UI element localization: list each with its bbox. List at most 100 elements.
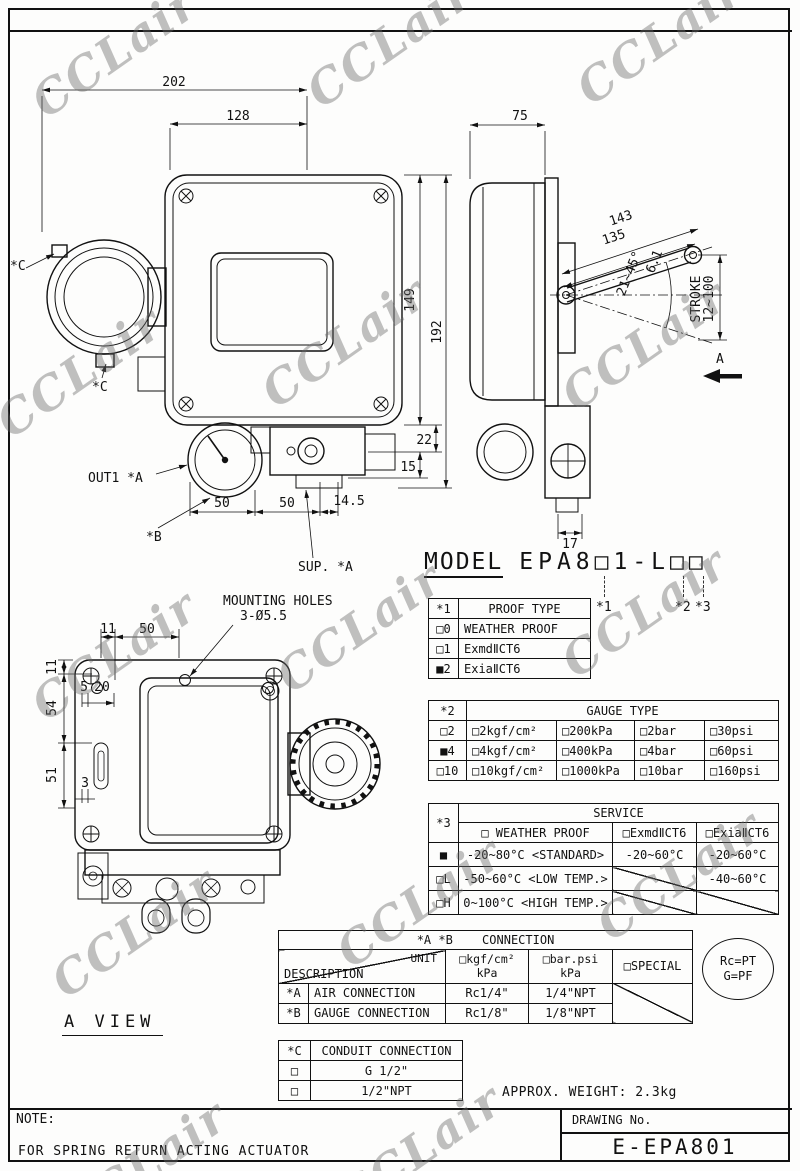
model-ref2: *2 [675, 600, 691, 615]
gauge-code-1: ■4 [428, 740, 467, 761]
service-cell: -40~60°C [696, 866, 779, 891]
front-view-labels: 202 128 149 192 22 15 50 50 14.5 OUT1 *A… [10, 75, 445, 575]
gauge-cell: □200kPa [556, 720, 635, 741]
connection-val: Rc1/4" [445, 982, 529, 1004]
service-cell: -20~80°C <STANDARD> [458, 842, 613, 867]
gauge-type-table: *2 GAUGE TYPE □2 □2kgf/cm² □200kPa □2bar… [428, 700, 779, 781]
drawing-number-label: DRAWING No. [572, 1113, 652, 1127]
table-row: □0 WEATHER PROOF [428, 618, 591, 639]
dim-192: 192 [430, 320, 445, 343]
service-ref: *3 [428, 803, 459, 843]
label-out1-a: OUT1 *A [88, 471, 143, 486]
service-cell: -50~60°C <LOW TEMP.> [458, 866, 613, 891]
dim-50-right: 50 [279, 496, 295, 511]
table-row: *C CONDUIT CONNECTION [278, 1040, 463, 1061]
dim-15: 15 [400, 460, 416, 475]
service-cell-na [612, 866, 697, 891]
connection-code-a: *A [278, 982, 309, 1004]
note-label: NOTE: [16, 1112, 56, 1127]
sheet-border [8, 8, 790, 1162]
unit-bar-line2: kPa [560, 966, 581, 981]
dim-149: 149 [403, 288, 418, 311]
table-row: ■4 □4kgf/cm² □400kPa □4bar □60psi [428, 740, 779, 761]
dim-50-left: 50 [214, 496, 230, 511]
side-gauge-and-bracket [476, 405, 591, 513]
side-view-body [469, 177, 703, 513]
dim-11-top: 11 [100, 622, 116, 637]
service-header-1: □ExmdⅡCT6 [612, 822, 697, 843]
conduit-label-0: G 1/2" [310, 1060, 463, 1081]
gauge-code-2: □10 [428, 760, 467, 781]
connection-refs: *A *B [416, 933, 453, 947]
connection-desc-b: GAUGE CONNECTION [308, 1002, 446, 1024]
table-row: ■ -20~80°C <STANDARD> -20~60°C -20~60°C [428, 842, 779, 867]
gauge-ref: *2 [428, 700, 467, 721]
conduit-title: CONDUIT CONNECTION [310, 1040, 463, 1061]
model-designation: MODEL EPA8□1-L□□ [424, 549, 708, 578]
description-unit-cell: UNIT DESCRIPTION [278, 949, 446, 984]
service-header-2: □ExiaⅡCT6 [696, 822, 779, 843]
dim-22: 22 [416, 433, 432, 448]
proof-label-0: WEATHER PROOF [458, 618, 591, 639]
front-view-drawing: 202 128 149 192 22 15 50 50 14.5 OUT1 *A… [10, 75, 452, 575]
proof-code-1: □1 [428, 638, 459, 659]
conduit-ref: *C [278, 1040, 311, 1061]
corner-screws [178, 188, 389, 412]
note-text: FOR SPRING RETURN ACTING ACTUATOR [18, 1144, 310, 1159]
view-a-pointer-arrow [703, 369, 742, 383]
pressure-gauge [187, 422, 263, 498]
titleblock-divider [560, 1108, 562, 1162]
connection-desc-a: AIR CONNECTION [308, 982, 446, 1004]
a-view-body [74, 659, 381, 934]
service-cell: 0~100°C <HIGH TEMP.> [458, 890, 613, 915]
gauge-cell: □10bar [634, 760, 705, 781]
service-cell-na [612, 890, 697, 915]
connection-table: *A *B CONNECTION UNIT DESCRIPTION □kgf/c… [278, 930, 693, 1024]
model-ref1-connector [604, 576, 605, 597]
gauge-cell: □60psi [704, 740, 779, 761]
table-row: □ 1/2"NPT [278, 1080, 463, 1101]
service-code-1: □L [428, 866, 459, 891]
gauge-code-0: □2 [428, 720, 467, 741]
dim-135: 135 [600, 227, 627, 249]
service-cell-na [696, 890, 779, 915]
label-c-bottom: *C [92, 380, 108, 395]
service-cell: -20~60°C [696, 842, 779, 867]
conduit-label-1: 1/2"NPT [310, 1080, 463, 1101]
proof-code-0: □0 [428, 618, 459, 639]
table-row: UNIT DESCRIPTION □kgf/cm² kPa □bar.psi k… [278, 949, 693, 984]
table-row: □ G 1/2" [278, 1060, 463, 1081]
drawing-number: E-EPA801 [612, 1135, 738, 1159]
gauge-cell: □160psi [704, 760, 779, 781]
mounting-holes-spec: 3-Ø5.5 [240, 609, 287, 624]
view-a-label: A [716, 352, 724, 367]
model-label: MODEL [424, 549, 504, 578]
table-row: *3 SERVICE [428, 803, 779, 843]
model-ref2-connector [683, 576, 684, 597]
dome-knob-rear [287, 718, 381, 810]
thread-note-line1: Rc=PT [719, 954, 757, 968]
dim-50-top: 50 [139, 622, 155, 637]
unit-kgf-line2: kPa [476, 966, 498, 981]
a-view-dimension-lines [58, 624, 234, 809]
table-row: *1 PROOF TYPE [428, 598, 591, 619]
mounting-holes-label: MOUNTING HOLES [223, 594, 333, 609]
gauge-cell: □1000kPa [556, 760, 635, 781]
proof-code-2: ■2 [428, 658, 459, 679]
dim-20: 20 [94, 680, 110, 695]
dim-11-left: 11 [45, 659, 60, 675]
connection-val: 1/8"NPT [528, 1002, 613, 1024]
model-ref1: *1 [596, 600, 612, 615]
proof-title: PROOF TYPE [458, 598, 591, 619]
unit-bar-line1: □bar.psi [542, 952, 599, 966]
rear-manifold [77, 849, 281, 934]
dim-5: 5 [80, 680, 88, 695]
table-row: □L -50~60°C <LOW TEMP.> -40~60°C [428, 866, 779, 891]
table-row: □10 □10kgf/cm² □1000kPa □10bar □160psi [428, 760, 779, 781]
dim-14-5: 14.5 [333, 494, 364, 509]
side-view-drawing: 75 143 135 21~45° 6.1 STROKE 12~100 A 17 [469, 109, 742, 552]
service-code-2: □H [428, 890, 459, 915]
model-code: EPA8□1-L□□ [519, 549, 708, 575]
dim-202: 202 [162, 75, 185, 90]
